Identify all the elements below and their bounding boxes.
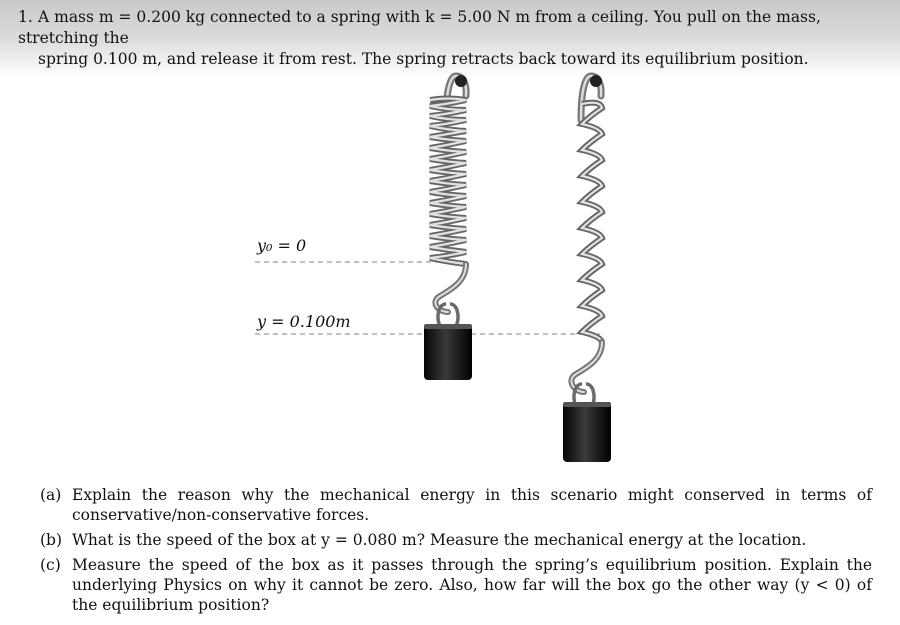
part-c-text: Measure the speed of the box as it passe… (72, 556, 872, 614)
problem-statement: 1.A mass m = 0.200 kg connected to a spr… (18, 7, 878, 70)
header-band (0, 0, 900, 78)
label-y0-text: y₀ = 0 (257, 236, 307, 255)
part-a: (a) Explain the reason why the mechanica… (40, 485, 872, 525)
question-parts: (a) Explain the reason why the mechanica… (40, 485, 872, 620)
part-a-tag: (a) (40, 486, 62, 504)
mass-box-right (563, 402, 611, 462)
spring-right (568, 72, 606, 407)
part-c: (c) Measure the speed of the box as it p… (40, 555, 872, 615)
part-b-text: What is the speed of the box at y = 0.08… (72, 531, 807, 549)
spring-left (429, 72, 470, 327)
part-c-tag: (c) (40, 556, 61, 574)
problem-line-1: A mass m = 0.200 kg connected to a sprin… (18, 8, 821, 47)
label-equilibrium: y₀ = 0 (257, 236, 306, 255)
label-y-text: y = 0.100m (257, 312, 351, 331)
problem-number: 1. (18, 8, 33, 26)
part-b-tag: (b) (40, 531, 63, 549)
part-b: (b) What is the speed of the box at y = … (40, 530, 872, 550)
problem-line-2: spring 0.100 m, and release it from rest… (38, 50, 809, 68)
label-stretched: y = 0.100m (257, 312, 351, 331)
mass-box-left (424, 324, 472, 380)
part-a-text: Explain the reason why the mechanical en… (72, 486, 872, 524)
